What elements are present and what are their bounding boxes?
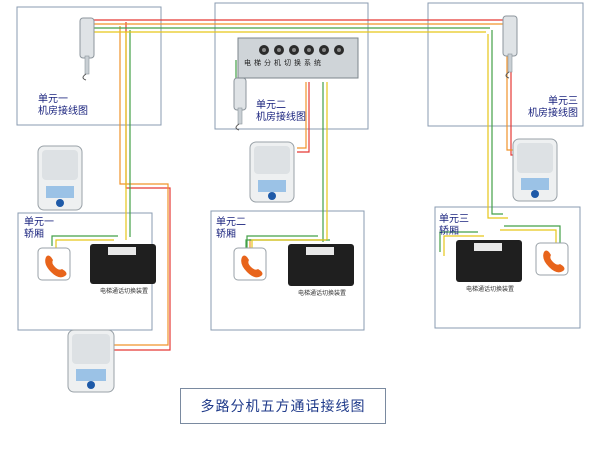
unit2-machine-room-box [214, 2, 369, 130]
unit3-car-box [434, 206, 581, 329]
unit3-switch-device-icon [456, 240, 522, 282]
unit2-car-label: 单元二 轿厢 [216, 217, 246, 240]
switch-panel [237, 37, 359, 79]
unit1-car-phone-button-icon [37, 247, 71, 281]
unit1-handset-icon [79, 17, 95, 81]
switch-panel-label: 电梯分机切换系统 [244, 59, 324, 67]
unit2-machine-room-label: 单元二 机房接线图 [256, 100, 306, 123]
unit3-intercom-speaker-icon [512, 138, 558, 202]
unit1-machine-room-box [16, 6, 162, 126]
unit3-car-label: 单元三 轿厢 [439, 214, 469, 237]
unit3-car-phone-button-icon [535, 242, 569, 276]
unit1-switch-device-icon [90, 244, 156, 284]
unit3-handset-icon [502, 15, 518, 79]
unit2-intercom-speaker-icon [249, 141, 295, 203]
unit1-car-label: 单元一 轿厢 [24, 217, 54, 240]
unit1-device-caption: 电梯通话切换装置 [100, 288, 149, 295]
unit2-switch-device-icon [288, 244, 354, 286]
unit2-device-caption: 电梯通话切换装置 [298, 290, 347, 297]
wires-green [51, 27, 561, 255]
unit3-machine-room-box [427, 2, 584, 127]
unit3-machine-room-label: 单元三 机房接线图 [528, 96, 578, 119]
unit2-car-box [210, 210, 365, 331]
unit3-device-caption: 电梯通话切换装置 [466, 286, 515, 293]
unit1-machine-room-label: 单元一 机房接线图 [38, 94, 88, 117]
extra-intercom-speaker-icon [67, 329, 115, 393]
unit2-car-phone-button-icon [233, 247, 267, 281]
wires-yellow [55, 31, 557, 258]
unit1-intercom-speaker-icon [37, 145, 83, 211]
diagram-title: 多路分机五方通话接线图 [180, 388, 386, 424]
unit2-handset-icon [233, 77, 247, 131]
